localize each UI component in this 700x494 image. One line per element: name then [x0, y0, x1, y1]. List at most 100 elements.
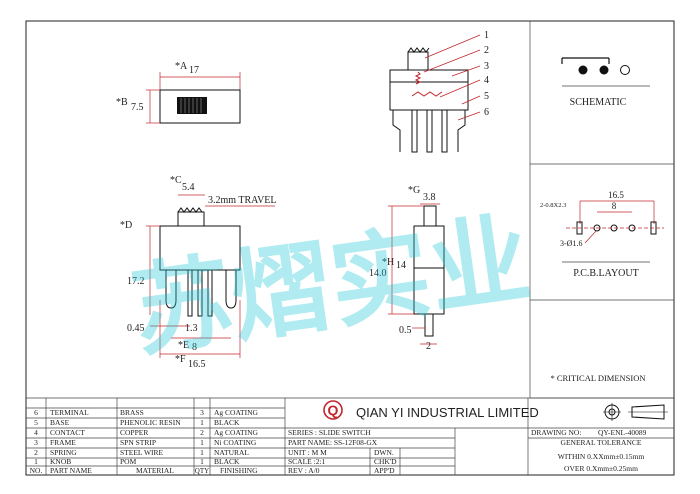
dim-a-label: *A [175, 61, 188, 72]
watermark: 苏熠实业 [125, 200, 537, 372]
side-pin-2 [426, 109, 433, 153]
right-panels [529, 21, 674, 399]
company-logo-letter: Q [328, 402, 339, 418]
bom-row-6-name: KNOB [50, 457, 71, 466]
end-pin [424, 313, 434, 337]
front-view: *A 17 *B 7.5 [116, 61, 241, 124]
travel-label: 3.2mm TRAVEL [208, 195, 277, 206]
front-housing [159, 89, 241, 124]
bill-of-materials: 6 TERMINAL BRASS 3 Ag COATING 5 BASE PHE… [26, 397, 674, 475]
elevation-view: *C 5.4 3.2mm TRAVEL *D 17.2 0.45 1.3 *E … [120, 175, 277, 370]
bom-row-4-no: 3 [34, 438, 38, 447]
drawing-border [25, 20, 675, 476]
end-height-value: 14.0 [369, 268, 387, 279]
elevation-pin-1 [187, 269, 193, 317]
schematic-panel: SCHEMATIC [561, 57, 650, 108]
bom-row-6-no: 1 [34, 457, 38, 466]
pcb-holes-label: 3-Ø1.6 [560, 239, 582, 248]
bom-header-no: NO. [30, 466, 43, 475]
end-view: *G 3.8 *H 14 14.0 0.5 2 [369, 185, 445, 352]
bom-row-5-name: SPRING [50, 448, 77, 457]
pcb-layout-label: P.C.B.LAYOUT [573, 268, 638, 279]
pin-width-value: 0.45 [127, 323, 145, 334]
elevation-pin-3 [207, 269, 213, 317]
callout-1: 1 [484, 30, 489, 41]
callout-5: 5 [484, 91, 489, 102]
tolerance-within: WITHIN 0.XXmm±0.15mm [558, 452, 645, 461]
schematic-terminal-2 [599, 65, 609, 75]
dim-g-label: *G [408, 185, 420, 196]
pcb-layout-panel: 16.5 8 2-0.8X2.3 3-Ø1.6 P.C.B.LAYOUT [540, 190, 664, 279]
title-block: Q QIAN YI INDUSTRIAL LIMITED SERIES : SL… [285, 398, 674, 475]
bom-row-3-finishing: Ag COATING [214, 428, 259, 437]
appd-label: APP'D [374, 466, 395, 475]
bom-row-6-material: POM [120, 457, 137, 466]
schematic-label: SCHEMATIC [570, 97, 627, 108]
bom-row-3-qty: 2 [200, 428, 204, 437]
bom-row-1-no: 6 [34, 408, 38, 417]
dwn-label: DWN. [374, 448, 394, 457]
scale-label: SCALE :2:1 [288, 457, 326, 466]
schematic-terminal-3 [620, 65, 630, 75]
callout-4: 4 [484, 75, 489, 86]
bom-row-2-no: 5 [34, 418, 38, 427]
bom-row-5-qty: 1 [200, 448, 204, 457]
company-name: QIAN YI INDUSTRIAL LIMITED [356, 405, 539, 420]
bom-row-4-material: SPN STRIP [120, 438, 156, 447]
dim-b-label: *B [116, 97, 128, 108]
dim-a-value: 17 [189, 65, 199, 76]
bom-header-finishing: FINISHING [220, 466, 258, 475]
pin-offset-value: 1.3 [185, 323, 198, 334]
pcb-pitch-dim: 8 [612, 201, 617, 211]
pcb-slot-label: 2-0.8X2.3 [540, 202, 566, 209]
dim-c-value: 5.4 [182, 182, 195, 193]
end-pin-width: 2 [426, 341, 431, 352]
bom-row-3-no: 4 [34, 428, 38, 437]
unit-label: UNIT : M M [288, 448, 327, 457]
height-value: 17.2 [127, 276, 145, 287]
bom-row-1-finishing: Ag COATING [214, 408, 259, 417]
bom-row-3-material: COPPER [120, 428, 148, 437]
dim-f-value: 16.5 [188, 359, 206, 370]
bom-row-1-material: BRASS [120, 408, 144, 417]
drawing-no-value: QY-ENL-40089 [598, 428, 647, 437]
dim-c-label: *C [170, 175, 182, 186]
series-label: SERIES : SLIDE SWITCH [288, 428, 371, 437]
bom-header-qty: QTY [195, 467, 209, 475]
dim-d-label: *D [120, 220, 132, 231]
bom-row-1-qty: 3 [200, 408, 204, 417]
side-pin-3 [441, 109, 448, 153]
bom-row-6-finishing: BLACK [214, 457, 240, 466]
bom-row-5-finishing: NATURAL [214, 448, 249, 457]
dim-b-value: 7.5 [131, 102, 144, 113]
drawing-no-label: DRAWING NO: [531, 428, 581, 437]
chkd-label: CHK'D [374, 457, 397, 466]
bom-row-1-name: TERMINAL [50, 408, 89, 417]
bom-row-4-finishing: Ni COATING [214, 438, 257, 447]
bom-row-2-material: PHENOLIC RESIN [120, 418, 181, 427]
bom-row-2-qty: 1 [200, 418, 204, 427]
end-pin-thickness: 0.5 [399, 325, 412, 336]
pcb-overall-dim: 16.5 [608, 190, 624, 200]
dim-h-label: *H [382, 257, 394, 268]
bom-row-2-name: BASE [50, 418, 70, 427]
dim-e-label: *E [178, 340, 189, 351]
callout-2: 2 [484, 45, 489, 56]
bom-row-5-material: STEEL WIRE [120, 448, 164, 457]
dim-f-label: *F [175, 354, 186, 365]
dim-h-value: 14 [396, 260, 406, 271]
bom-row-5-no: 2 [34, 448, 38, 457]
bom-header-material: MATERIAL [136, 466, 174, 475]
dim-e-value: 8 [192, 342, 197, 353]
schematic-terminal-1 [578, 65, 588, 75]
projection-symbol-icon [603, 403, 668, 421]
front-knob [177, 97, 207, 114]
elevation-pin-2 [197, 269, 203, 317]
callout-3: 3 [484, 61, 489, 72]
dim-g-value: 3.8 [423, 192, 436, 203]
side-view: 1 2 3 4 5 6 [389, 30, 489, 153]
bom-row-3-name: CONTACT [50, 428, 85, 437]
rev-label: REV : A/0 [288, 466, 320, 475]
callout-6: 6 [484, 107, 489, 118]
